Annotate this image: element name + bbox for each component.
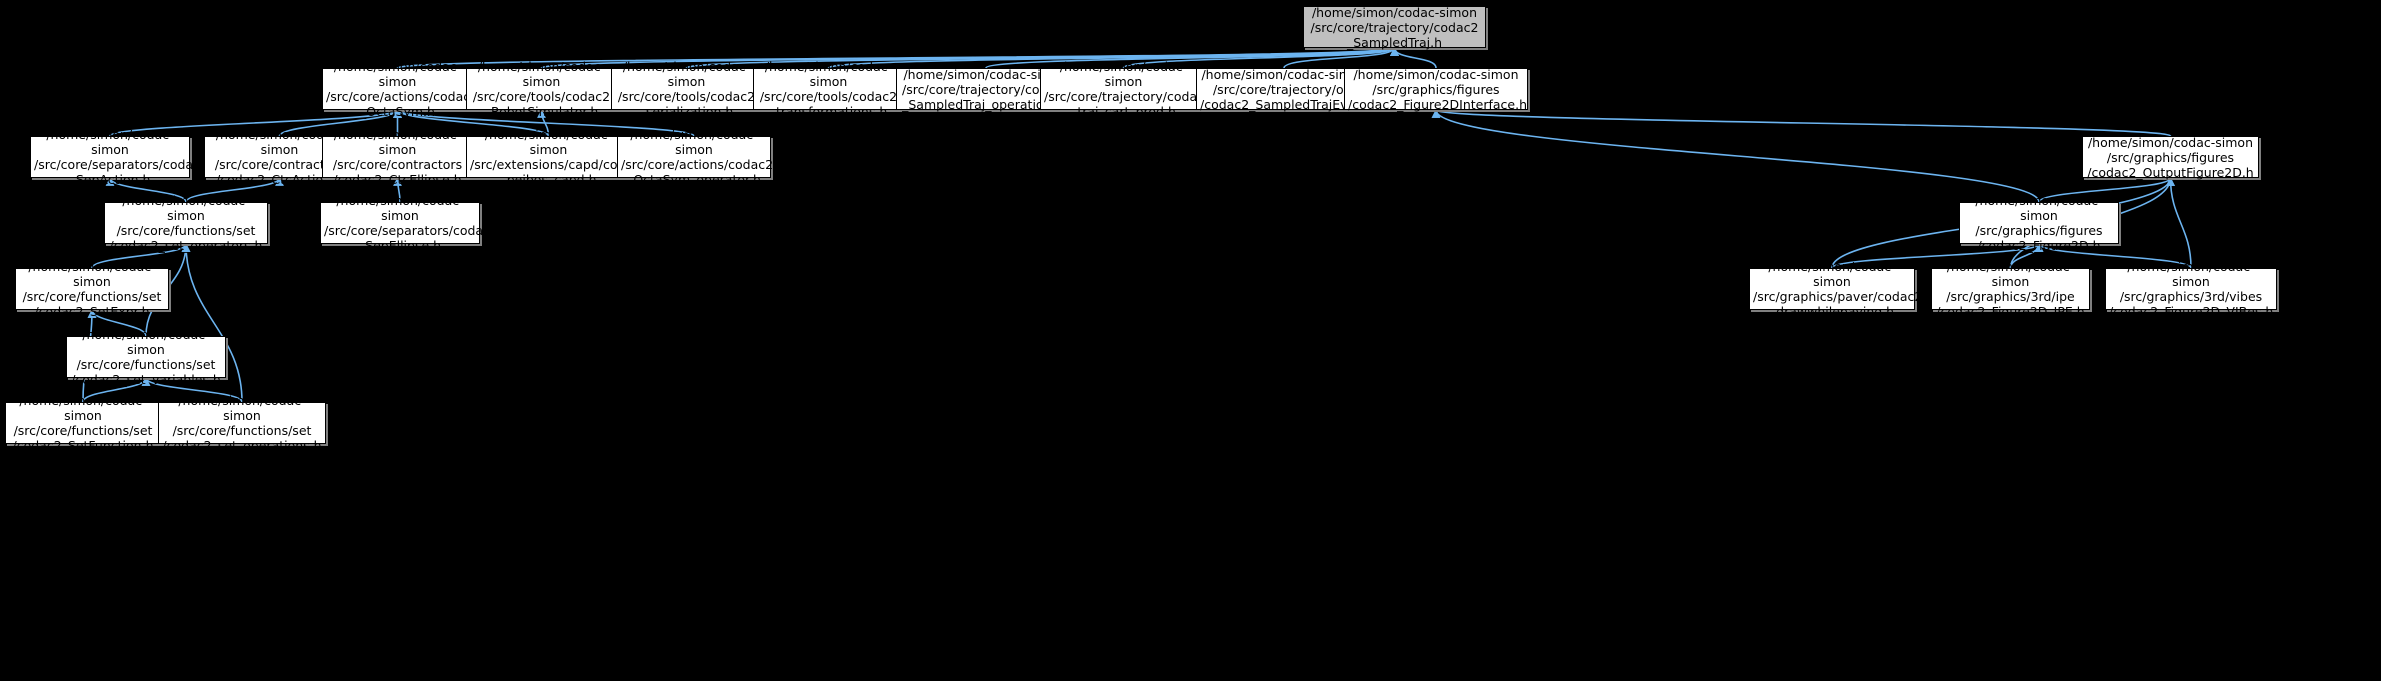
graph-edge bbox=[2038, 177, 2175, 203]
graph-node[interactable]: /home/simon/codac-simon /src/core/tools/… bbox=[753, 59, 904, 119]
graph-node-label: /home/simon/codac-simon /src/core/trajec… bbox=[1044, 59, 1212, 119]
graph-node-label: /home/simon/codac-simon /src/core/action… bbox=[326, 59, 479, 119]
graph-node[interactable]: /home/simon/codac-simon /src/core/functi… bbox=[66, 327, 226, 387]
graph-node-label: /home/simon/codac-simon /src/core/tools/… bbox=[472, 59, 611, 119]
graph-node-label: /home/simon/codac-simon /src/core/functi… bbox=[109, 193, 263, 253]
graph-node-label: /home/simon/codac-simon /src/core/functi… bbox=[71, 327, 221, 387]
graph-edge bbox=[1122, 47, 1399, 69]
graph-node-label: /home/simon/codac-simon /src/core/tools/… bbox=[759, 59, 898, 119]
graph-edge bbox=[105, 177, 187, 203]
graph-node[interactable]: /home/simon/codac-simon /src/core/contra… bbox=[322, 127, 473, 187]
graph-node[interactable]: /home/simon/codac-simon /src/core/trajec… bbox=[1303, 4, 1486, 50]
graph-edge bbox=[2034, 243, 2192, 269]
graph-node-label: /home/simon/codac-simon /src/core/separa… bbox=[324, 193, 498, 253]
graph-node-label: /home/simon/codac-simon /src/graphics/3r… bbox=[1936, 259, 2085, 319]
graph-node-label: /home/simon/codac-simon /src/extensions/… bbox=[470, 127, 648, 187]
graph-node-label: /home/simon/codac-simon /src/core/functi… bbox=[12, 393, 154, 453]
graph-node[interactable]: /home/simon/codac-simon /src/graphics/pa… bbox=[1749, 259, 1922, 319]
graph-edge bbox=[393, 109, 550, 137]
graph-node[interactable]: /home/simon/codac-simon /src/core/tools/… bbox=[466, 59, 617, 119]
graph-edge bbox=[109, 109, 402, 137]
graph-node-label: /home/simon/codac-simon /src/graphics/3r… bbox=[2109, 259, 2274, 319]
graph-edge bbox=[1390, 47, 1437, 69]
graph-node[interactable]: /home/simon/codac-simon /src/core/trajec… bbox=[1196, 66, 1372, 112]
graph-node[interactable]: /home/simon/codac-simon /src/graphics/fi… bbox=[2082, 134, 2259, 180]
graph-edge bbox=[1432, 109, 2172, 137]
graph-node-label: /home/simon/codac-simon /src/core/tools/… bbox=[617, 59, 756, 119]
graph-node[interactable]: /home/simon/codac-simon /src/core/tools/… bbox=[611, 59, 762, 119]
graph-node-label: /home/simon/codac-simon /src/core/trajec… bbox=[1310, 4, 1479, 50]
graph-edge bbox=[985, 47, 1399, 69]
graph-node[interactable]: /home/simon/codac-simon /src/extensions/… bbox=[466, 127, 648, 187]
graph-node[interactable]: /home/simon/codac-simon /src/core/action… bbox=[617, 127, 773, 187]
graph-node-label: /home/simon/codac-simon /src/graphics/fi… bbox=[1348, 66, 1528, 112]
graph-node-label: /home/simon/codac-simon /src/graphics/fi… bbox=[1975, 193, 2103, 253]
graph-edge bbox=[181, 243, 243, 403]
graph-node-label: /home/simon/codac-simon /src/core/contra… bbox=[332, 127, 463, 187]
edge-group bbox=[82, 47, 2192, 403]
graph-node[interactable]: /home/simon/codac-simon /src/core/functi… bbox=[5, 393, 161, 453]
graph-node[interactable]: /home/simon/codac-simon /src/core/trajec… bbox=[1040, 59, 1212, 119]
graph-node-label: /home/simon/codac-simon /src/graphics/pa… bbox=[1753, 259, 1923, 319]
graph-node-label: /home/simon/codac-simon /src/core/functi… bbox=[22, 259, 162, 319]
graph-edge bbox=[537, 109, 550, 137]
graph-node-label: /home/simon/codac-simon /src/core/trajec… bbox=[902, 66, 1070, 112]
graph-node[interactable]: /home/simon/codac-simon /src/core/functi… bbox=[104, 193, 268, 253]
graph-node[interactable]: /home/simon/codac-simon /src/graphics/3r… bbox=[2105, 259, 2277, 319]
graph-node[interactable]: /home/simon/codac-simon /src/core/separa… bbox=[320, 193, 498, 253]
graph-edge bbox=[393, 177, 402, 203]
graph-node[interactable]: /home/simon/codac-simon /src/core/functi… bbox=[158, 393, 326, 453]
graph-edge bbox=[185, 177, 284, 203]
graph-edge bbox=[2166, 177, 2192, 269]
graph-edge bbox=[1431, 109, 2040, 203]
graph-node-label: /home/simon/codac-simon /src/core/action… bbox=[621, 127, 774, 187]
graph-edge bbox=[278, 109, 402, 137]
graph-node[interactable]: /home/simon/codac-simon /src/core/action… bbox=[322, 59, 478, 119]
graph-edge bbox=[1831, 243, 2044, 269]
graph-node-label: /home/simon/codac-simon /src/core/separa… bbox=[34, 127, 208, 187]
graph-node[interactable]: /home/simon/codac-simon /src/graphics/3r… bbox=[1931, 259, 2090, 319]
graph-node[interactable]: /home/simon/codac-simon /src/core/functi… bbox=[15, 259, 169, 319]
graph-node-label: /home/simon/codac-simon /src/core/functi… bbox=[162, 393, 322, 453]
graph-node[interactable]: /home/simon/codac-simon /src/graphics/fi… bbox=[1959, 193, 2119, 253]
graph-node[interactable]: /home/simon/codac-simon /src/core/separa… bbox=[30, 127, 208, 187]
graph-node-label: /home/simon/codac-simon /src/core/trajec… bbox=[1200, 66, 1371, 112]
graph-node-label: /home/simon/codac-simon /src/graphics/fi… bbox=[2087, 134, 2254, 180]
graph-edge bbox=[141, 377, 243, 403]
graph-node[interactable]: /home/simon/codac-simon /src/graphics/fi… bbox=[1344, 66, 1528, 112]
